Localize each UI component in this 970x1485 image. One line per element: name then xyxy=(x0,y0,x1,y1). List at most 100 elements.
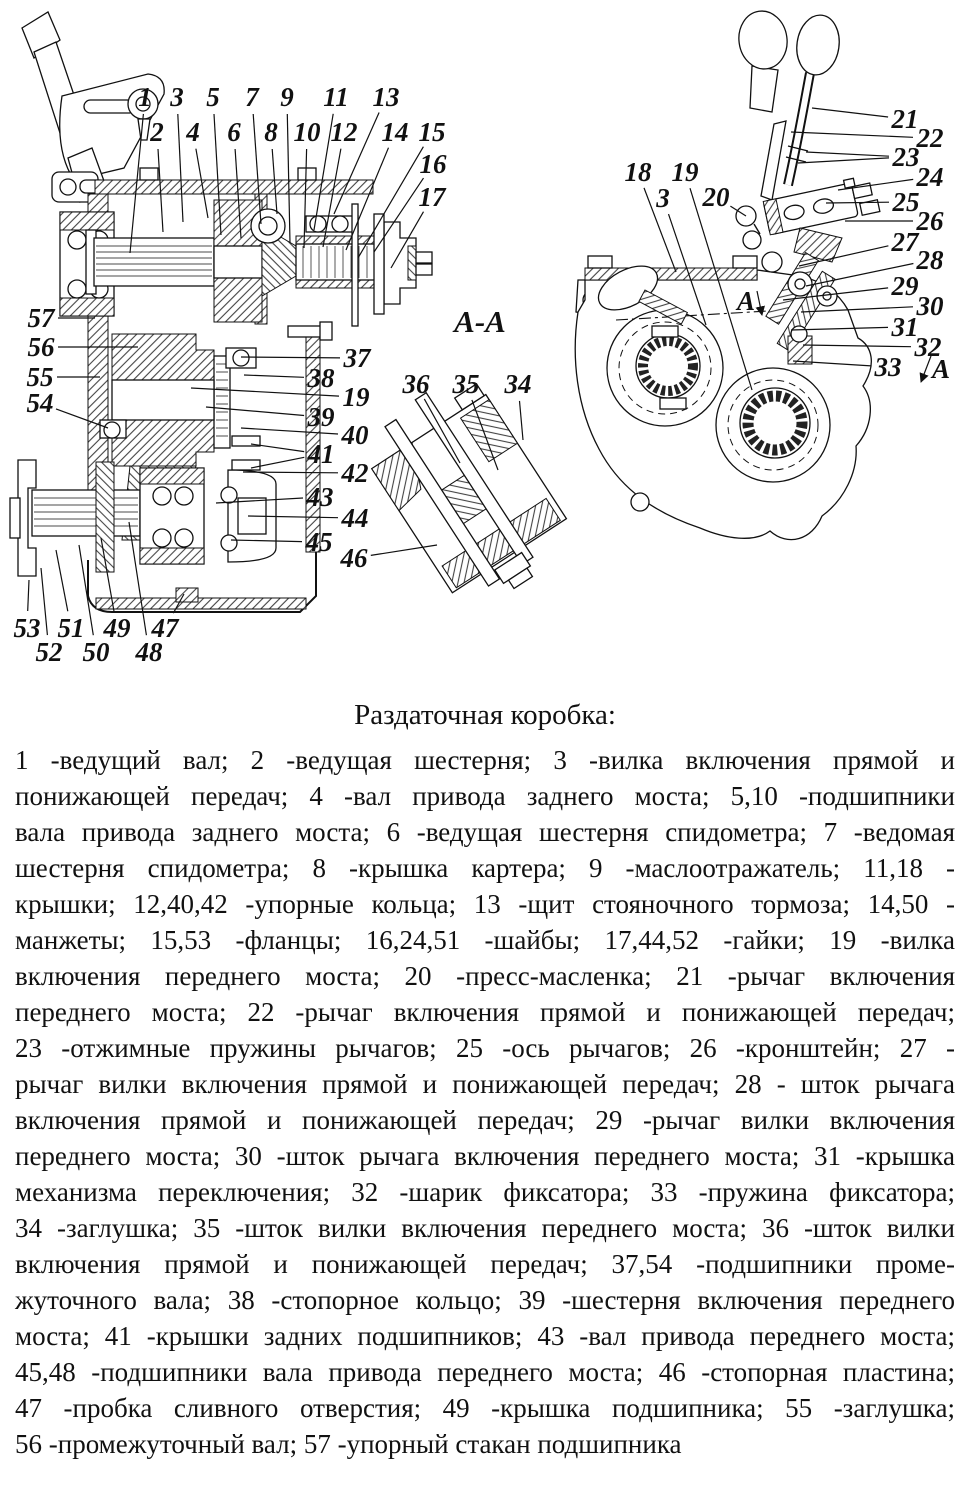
callout-number: 24 xyxy=(916,162,944,192)
leader-line xyxy=(242,471,339,474)
legend-line: крышки; 12,40,42 -упорные кольца; 13 -щи… xyxy=(15,889,955,919)
leader-line xyxy=(471,399,499,471)
leader-line xyxy=(805,151,890,157)
callout-number: 6 xyxy=(227,117,241,147)
leader-line xyxy=(790,131,914,138)
leader-line xyxy=(805,262,914,287)
leader-line xyxy=(286,113,291,244)
leader-line xyxy=(129,113,144,254)
leader-line xyxy=(730,205,747,217)
leader-line xyxy=(322,148,342,248)
legend-line: переднего моста; 22 -рычаг включения пря… xyxy=(15,997,955,1027)
legend-line: включения переднего моста; 20 -пресс-мас… xyxy=(15,961,955,991)
brake-lever xyxy=(21,11,165,203)
callout-number: 26 xyxy=(916,206,945,236)
callout-number: 23 xyxy=(892,142,920,172)
callout-number: 39 xyxy=(307,402,336,432)
leader-line xyxy=(234,148,242,239)
leader-line xyxy=(390,211,425,269)
leader-line xyxy=(370,544,438,556)
leader-line xyxy=(689,188,753,391)
leader-line xyxy=(100,537,115,612)
leader-line xyxy=(213,113,222,236)
legend-line: 47 -пробка сливного отверстия; 49 -крышк… xyxy=(15,1393,955,1423)
callout-number: 33 xyxy=(874,352,902,382)
callout-number: 9 xyxy=(280,82,294,112)
callout-number: 53 xyxy=(14,613,41,643)
leader-line xyxy=(250,443,305,453)
leader-line xyxy=(797,157,890,164)
leader-line xyxy=(177,113,184,223)
leader-line xyxy=(205,406,305,417)
leader-line xyxy=(240,427,339,435)
callout-number: 32 xyxy=(914,332,942,362)
callout-number: 3 xyxy=(169,82,184,112)
section-arrow xyxy=(755,290,765,316)
callout-number: 3 xyxy=(655,183,670,213)
front-axle-shaft-assembly xyxy=(9,459,277,577)
callout-number: 21 xyxy=(891,104,919,134)
leader-line xyxy=(667,213,707,326)
leader-line xyxy=(811,107,889,118)
callout-number: 30 xyxy=(916,291,945,321)
leader-line xyxy=(798,245,889,267)
callout-number: 13 xyxy=(373,82,400,112)
leader-line xyxy=(27,579,30,612)
leader-line xyxy=(792,360,872,367)
leader-line xyxy=(55,549,69,612)
legend-line: жуточного вала; 38 -стопорное кольцо; 39… xyxy=(15,1285,955,1315)
callout-number: 49 xyxy=(103,613,132,643)
legend: Раздаточная коробка: 1 -ведущий вал; 2 -… xyxy=(0,690,970,1462)
legend-line: включения прямой и понижающей передач; 3… xyxy=(15,1249,955,1279)
legend-line: 45,48 -подшипники вала привода переднего… xyxy=(15,1357,955,1387)
callout-number: 4 xyxy=(185,117,200,147)
callout-number: 12 xyxy=(331,117,358,147)
leader-line xyxy=(782,287,889,301)
left-section-view xyxy=(9,11,433,613)
callout-number: 17 xyxy=(419,182,448,212)
callout-number: 10 xyxy=(294,117,322,147)
transfer-case-figure: А-А xyxy=(9,10,951,667)
legend-line: 1 -ведущий вал; 2 -ведущая шестерня; 3 -… xyxy=(15,745,955,775)
leader-line xyxy=(250,456,305,469)
callout-number: 20 xyxy=(702,182,731,212)
legend-line: 34 -заглушка; 35 -шток вилки включения п… xyxy=(15,1213,955,1243)
leader-line xyxy=(345,147,390,251)
section-a-a-view xyxy=(370,383,568,594)
leader-line xyxy=(157,148,164,233)
leader-line xyxy=(172,593,185,614)
callout-number: 27 xyxy=(891,227,921,257)
callout-number: 31 xyxy=(891,312,919,342)
leader-line xyxy=(128,521,147,636)
legend-line: понижающей передач; 4 -вал привода задне… xyxy=(15,781,955,811)
leader-line xyxy=(313,113,334,231)
leader-line xyxy=(423,398,461,464)
leader-line xyxy=(240,356,341,359)
leader-line xyxy=(40,567,48,636)
leader-line xyxy=(303,148,308,249)
leader-line xyxy=(790,326,889,331)
leader-line xyxy=(837,178,914,191)
grease-fitting xyxy=(735,205,762,250)
legend-line: включения прямой и понижающей передач; 2… xyxy=(15,1105,955,1135)
callout-number: 55 xyxy=(27,362,54,392)
leader-line xyxy=(373,177,424,253)
callout-number: 18 xyxy=(625,157,653,187)
legend-line: рычаг вилки включения прямой и понижающе… xyxy=(15,1069,955,1099)
leader-line xyxy=(802,344,912,348)
callout-number: 50 xyxy=(83,637,111,667)
callout-number: 34 xyxy=(504,369,532,399)
callout-number: 1 xyxy=(138,82,152,112)
callout-number: 29 xyxy=(891,271,920,301)
callout-number: 28 xyxy=(916,245,945,275)
leader-line xyxy=(252,113,262,225)
legend-line: манжеты; 15,53 -фланцы; 16,24,51 -шайбы;… xyxy=(15,925,955,955)
leader-line xyxy=(333,112,380,215)
section-label: А-А xyxy=(452,304,506,339)
callout-number: 40 xyxy=(341,420,370,450)
callout-number: 48 xyxy=(135,637,164,667)
section-arrow-label: А xyxy=(930,354,950,384)
leader-line xyxy=(195,148,209,219)
